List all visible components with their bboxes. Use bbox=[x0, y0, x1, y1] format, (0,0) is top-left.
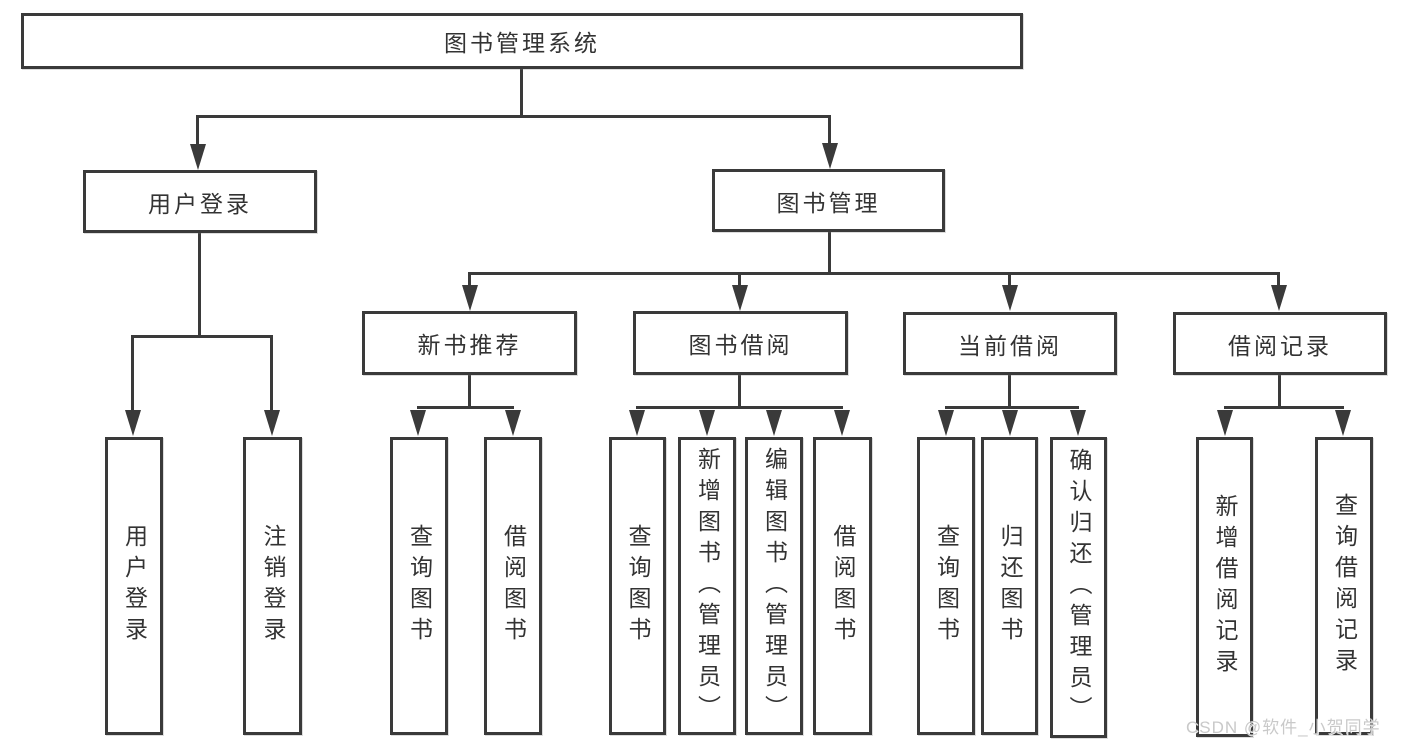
connector-section-shaft bbox=[1008, 272, 1011, 288]
connector-section-shaft bbox=[738, 272, 741, 288]
node-user-login-label: 用户登录 bbox=[148, 190, 252, 217]
arrow-down-icon bbox=[125, 410, 141, 436]
leaf-confirm-return-admin: 确认归还（管理员） bbox=[1050, 437, 1107, 738]
leaf-user-login: 用户登录 bbox=[105, 437, 163, 735]
leaf-label: 查询图书 bbox=[625, 524, 651, 648]
leaf-query-books-borrow: 查询图书 bbox=[609, 437, 666, 735]
connector-section2-stem bbox=[738, 374, 741, 409]
connector-section1-stem bbox=[468, 374, 471, 409]
connector-userlogin-right-shaft bbox=[270, 335, 273, 413]
leaf-return-book: 归还图书 bbox=[981, 437, 1038, 735]
leaf-add-book-admin: 新增图书（管理员） bbox=[678, 437, 736, 735]
leaf-label: 查询图书 bbox=[933, 524, 960, 648]
arrow-down-icon bbox=[1002, 285, 1018, 311]
leaf-label: 确认归还（管理员） bbox=[1066, 448, 1092, 727]
connector-level1-right-shaft bbox=[828, 115, 831, 148]
connector-group-bar bbox=[636, 406, 843, 409]
arrow-down-icon bbox=[629, 410, 645, 436]
leaf-query-books-recommend: 查询图书 bbox=[390, 437, 448, 735]
node-book-management-label: 图书管理 bbox=[776, 189, 881, 216]
arrow-down-icon bbox=[938, 410, 954, 436]
arrow-down-icon bbox=[264, 410, 280, 436]
arrow-down-icon bbox=[822, 143, 838, 169]
arrow-down-icon bbox=[1335, 410, 1351, 436]
connector-level2-bar bbox=[468, 272, 1280, 275]
node-current-borrow: 当前借阅 bbox=[903, 312, 1117, 375]
leaf-label: 注销登录 bbox=[260, 524, 286, 648]
arrow-down-icon bbox=[190, 144, 206, 170]
leaf-label: 借阅图书 bbox=[500, 524, 527, 648]
node-root-label: 图书管理系统 bbox=[444, 30, 600, 56]
leaf-query-borrow-record: 查询借阅记录 bbox=[1315, 437, 1373, 735]
arrow-down-icon bbox=[1002, 410, 1018, 436]
node-borrow-records-label: 借阅记录 bbox=[1228, 332, 1332, 359]
connector-level1-left-shaft bbox=[196, 115, 199, 148]
arrow-down-icon bbox=[1070, 410, 1086, 436]
node-book-borrow-label: 图书借阅 bbox=[688, 332, 793, 358]
connector-mgmt-stem bbox=[828, 232, 831, 275]
leaf-query-books-current: 查询图书 bbox=[917, 437, 975, 735]
node-root: 图书管理系统 bbox=[21, 13, 1023, 69]
leaf-label: 归还图书 bbox=[997, 524, 1023, 648]
node-new-book-recommend: 新书推荐 bbox=[362, 311, 577, 375]
arrow-down-icon bbox=[505, 410, 521, 436]
connector-userlogin-bar bbox=[131, 335, 273, 338]
connector-group-bar bbox=[417, 406, 514, 409]
node-new-book-recommend-label: 新书推荐 bbox=[417, 332, 522, 358]
connector-root-trunk bbox=[520, 68, 523, 118]
connector-section-shaft bbox=[1277, 272, 1280, 288]
connector-section4-stem bbox=[1278, 374, 1281, 409]
leaf-label: 新增图书（管理员） bbox=[694, 446, 721, 726]
leaf-label: 新增借阅记录 bbox=[1212, 494, 1238, 680]
arrow-down-icon bbox=[1271, 285, 1287, 311]
leaf-label: 借阅图书 bbox=[830, 524, 856, 648]
csdn-watermark: CSDN @软件_小贺同学 bbox=[1186, 718, 1381, 737]
arrow-down-icon bbox=[410, 410, 426, 436]
leaf-edit-book-admin: 编辑图书（管理员） bbox=[745, 437, 803, 735]
arrow-down-icon bbox=[699, 410, 715, 436]
connector-section-shaft bbox=[468, 272, 471, 288]
leaf-label: 查询借阅记录 bbox=[1331, 493, 1358, 679]
leaf-label: 查询图书 bbox=[406, 524, 433, 648]
node-current-borrow-label: 当前借阅 bbox=[958, 332, 1062, 359]
connector-group-bar bbox=[945, 406, 1079, 409]
leaf-logout: 注销登录 bbox=[243, 437, 302, 735]
connector-group-bar bbox=[1224, 406, 1344, 409]
leaf-borrow-books-recommend: 借阅图书 bbox=[484, 437, 542, 735]
connector-level1-bar bbox=[196, 115, 831, 118]
arrow-down-icon bbox=[834, 410, 850, 436]
node-borrow-records: 借阅记录 bbox=[1173, 312, 1387, 375]
leaf-borrow-books: 借阅图书 bbox=[813, 437, 872, 735]
arrow-down-icon bbox=[732, 285, 748, 311]
node-user-login: 用户登录 bbox=[83, 170, 317, 233]
arrow-down-icon bbox=[462, 285, 478, 311]
connector-section3-stem bbox=[1008, 374, 1011, 409]
node-book-management: 图书管理 bbox=[712, 169, 945, 232]
leaf-add-borrow-record: 新增借阅记录 bbox=[1196, 437, 1253, 737]
arrow-down-icon bbox=[1217, 410, 1233, 436]
arrow-down-icon bbox=[766, 410, 782, 436]
leaf-label: 编辑图书（管理员） bbox=[761, 446, 788, 726]
connector-userlogin-left-shaft bbox=[131, 335, 134, 413]
connector-userlogin-stem bbox=[198, 233, 201, 338]
node-book-borrow: 图书借阅 bbox=[633, 311, 848, 375]
leaf-label: 用户登录 bbox=[121, 524, 148, 648]
